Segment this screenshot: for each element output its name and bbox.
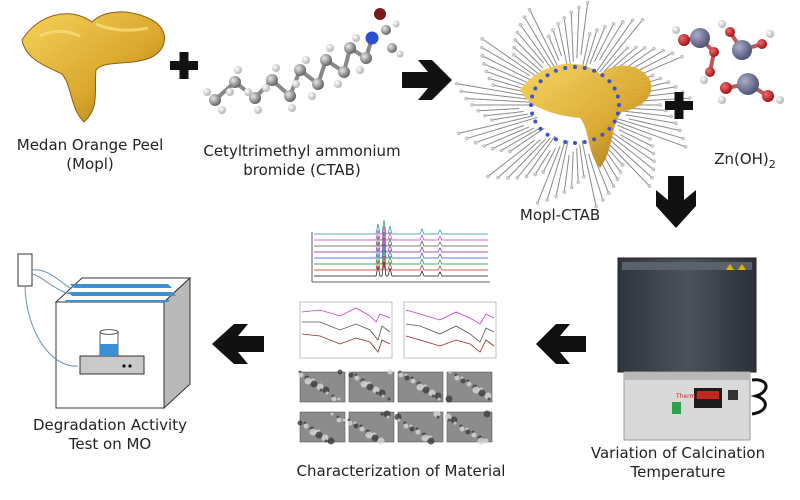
furnace-image <box>617 257 768 441</box>
degradation-label-line1: Degradation Activity <box>33 416 187 434</box>
xrd-pattern-image <box>311 219 490 283</box>
orange-peel-label-line2: (Mopl) <box>66 155 114 173</box>
arrow-right-icon <box>402 60 452 100</box>
plus-icon <box>665 92 693 119</box>
ftir-spectrum-left-image <box>299 301 393 359</box>
calcination-label: Variation of Calcination Temperature <box>572 444 784 482</box>
zinc-hydroxide-subscript: 2 <box>768 158 776 171</box>
zinc-hydroxide-molecule-image <box>672 20 784 104</box>
zinc-hydroxide-text: Zn(OH) <box>714 150 769 168</box>
sem-micrograph-grid-image <box>297 369 493 445</box>
mopl-ctab-composite-image <box>454 0 692 209</box>
ctab-label-line2: bromide (CTAB) <box>243 161 361 179</box>
characterization-label-text: Characterization of Material <box>296 462 506 480</box>
photoreactor-box-image <box>17 253 192 410</box>
ctab-label: Cetyltrimethyl ammonium bromide (CTAB) <box>186 142 418 180</box>
characterization-label: Characterization of Material <box>276 462 526 481</box>
calcination-label-line2: Temperature <box>630 463 726 481</box>
ftir-spectrum-right-image <box>403 301 497 359</box>
arrow-down-icon <box>656 176 696 228</box>
orange-peel-label: Medan Orange Peel (Mopl) <box>0 136 180 174</box>
ctab-molecule-image <box>203 8 404 114</box>
arrow-left-icon <box>536 324 586 364</box>
zinc-hydroxide-label: Zn(OH)2 <box>700 150 790 174</box>
composite-label: Mopl-CTAB <box>500 206 620 225</box>
orange-peel-label-line1: Medan Orange Peel <box>16 136 164 154</box>
plus-icon <box>170 52 198 79</box>
furnace-brand-label: Thermo <box>675 393 699 400</box>
degradation-label: Degradation Activity Test on MO <box>20 416 200 454</box>
orange-peel-image <box>21 11 165 123</box>
composite-label-text: Mopl-CTAB <box>519 206 601 224</box>
ctab-label-line1: Cetyltrimethyl ammonium <box>203 142 401 160</box>
calcination-label-line1: Variation of Calcination <box>590 444 766 462</box>
degradation-label-line2: Test on MO <box>68 435 152 453</box>
arrow-left-icon <box>212 324 264 364</box>
